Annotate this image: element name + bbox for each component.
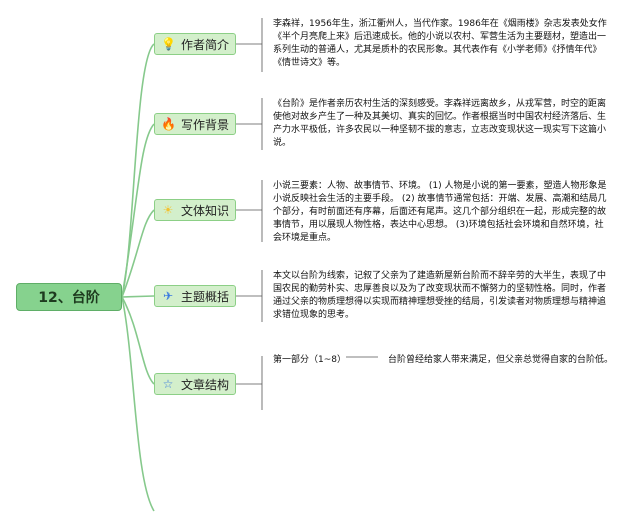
theme-summary-text: 本文以台阶为线索，记叙了父亲为了建造新屋新台阶而不辞辛劳的大半生，表现了中国农民… (273, 271, 607, 320)
branch-writing-background[interactable]: 🔥 写作背景 (154, 113, 236, 135)
sun-icon: ☀ (162, 203, 174, 217)
branch-genre-knowledge[interactable]: ☀ 文体知识 (154, 199, 236, 221)
structure-part-text: 台阶曾经给家人带来满足，但父亲总觉得自家的台阶低。 (388, 355, 614, 365)
branch-theme-summary[interactable]: ✈ 主题概括 (154, 285, 236, 307)
writing-background-text: 《台阶》是作者亲历农村生活的深刻感受。李森祥远离故乡，从戎军营，时空的距离使他对… (273, 99, 607, 148)
star-icon: ☆ (162, 377, 174, 391)
branch-label: 文章结构 (181, 377, 230, 392)
branch-label: 文体知识 (181, 203, 230, 218)
paper-plane-icon: ✈ (162, 289, 174, 303)
genre-knowledge-text: 小说三要素：人物、故事情节、环境。 (1) 人物是小说的第一要素，塑造人物形象是… (273, 181, 607, 243)
branch-label: 主题概括 (181, 289, 230, 304)
branch-article-structure[interactable]: ☆ 文章结构 (154, 373, 236, 395)
structure-part-label: 第一部分（1~8） (273, 355, 346, 365)
branch-author-intro[interactable]: 💡 作者简介 (154, 33, 236, 55)
lightbulb-icon: 💡 (161, 37, 176, 51)
branch-label: 作者简介 (181, 37, 230, 52)
root-topic[interactable]: 12、台阶 (16, 283, 122, 311)
flame-icon: 🔥 (161, 117, 176, 131)
author-intro-text: 李森祥，1956年生，浙江衢州人，当代作家。1986年在《烟雨楼》杂志发表处女作… (273, 19, 607, 68)
branch-label: 写作背景 (181, 117, 230, 132)
